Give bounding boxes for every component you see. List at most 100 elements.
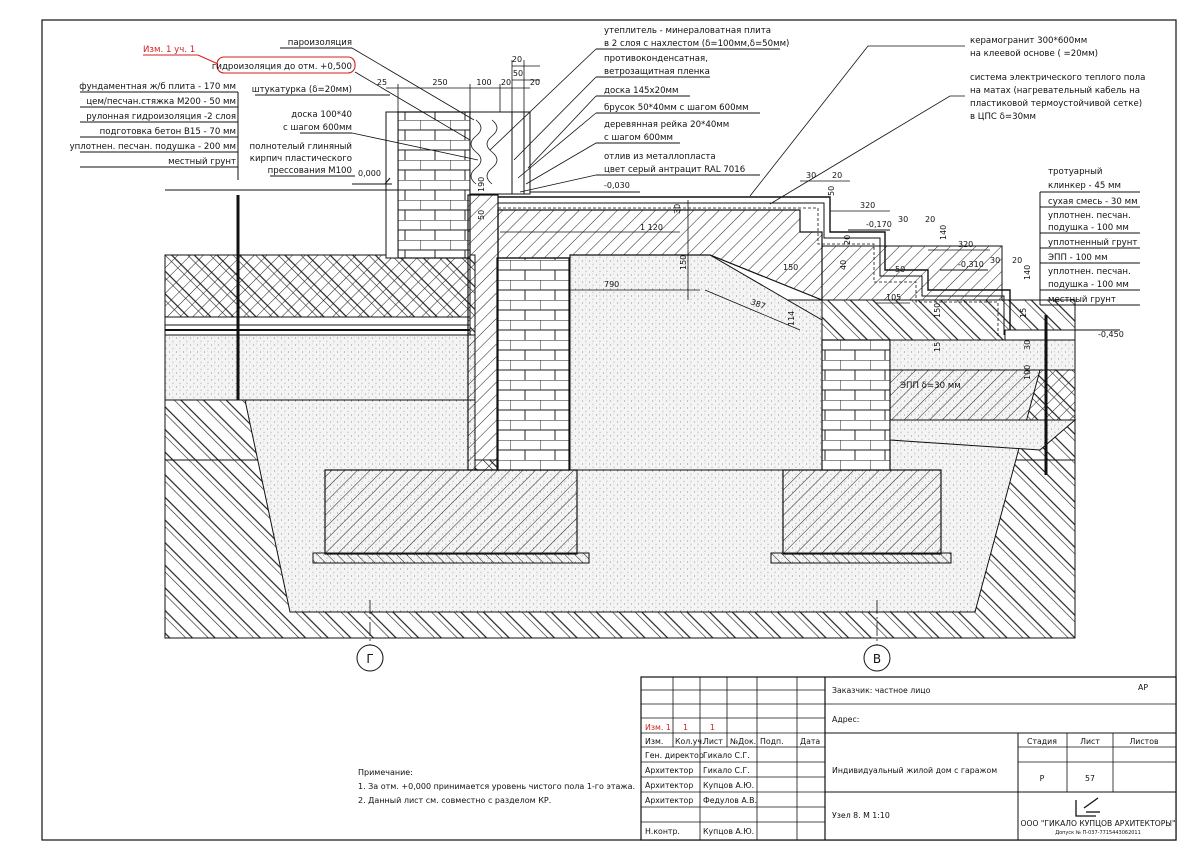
revision-mark: Изм. 1 уч. 1: [143, 45, 195, 55]
footing-right-prep: [770, 552, 952, 564]
staff-name-3: Купцов А.Ю.: [703, 781, 754, 790]
callout-board-1: доска 100*40: [291, 110, 352, 120]
dim-20e: 20: [925, 215, 935, 224]
tb-license: Допуск № П-037-7715443062011: [1055, 830, 1141, 836]
callout-drip-2: цвет серый антрацит RAL 7016: [604, 165, 745, 175]
callout-heat-2: на матах (нагревательный кабель на: [970, 86, 1140, 96]
stamp-h-doc: №Док.: [730, 737, 756, 746]
callout-plaster: штукатурка (δ=20мм): [252, 85, 352, 95]
dim-320a: 320: [860, 201, 875, 210]
dim-20g: 20: [1012, 256, 1022, 265]
top-callouts: утеплитель - минераловатная плита в 2 сл…: [489, 26, 789, 193]
dim-30e: 30: [1023, 340, 1032, 350]
left-callouts: пароизоляция гидроизоляция до отм. +0,50…: [212, 38, 479, 177]
brick-wall-right: [821, 339, 891, 471]
sheet-frame: [41, 19, 1177, 841]
dim-30c: 30: [898, 215, 908, 224]
staff-name-1: Гикало С.Г.: [703, 751, 750, 760]
level-m170: -0,170: [848, 220, 892, 231]
stamp-h-date: Дата: [800, 737, 820, 746]
stamp-rev-1: Изм. 1: [645, 723, 671, 732]
callout-brick-3: прессования М100: [268, 166, 352, 176]
footing-left-prep: [312, 552, 590, 564]
level-zero: 0,000: [352, 169, 392, 185]
staff-name-2: Гикало С.Г.: [703, 766, 750, 775]
dim-25: 25: [377, 78, 387, 87]
callout-heat-4: в ЦПС δ=30мм: [970, 112, 1036, 122]
level-m030: -0,030: [530, 181, 640, 193]
revision-cloud: [216, 56, 356, 74]
dim-114: 114: [787, 311, 796, 326]
dim-790: 790: [604, 280, 619, 289]
tb-project: Индивидуальный жилой дом с гаражом: [832, 766, 997, 775]
callout-tile-2: на клеевой основе ( =20мм): [970, 49, 1098, 59]
tb-company: ООО "ГИКАЛО КУПЦОВ АРХИТЕКТОРЫ": [1021, 819, 1176, 828]
level-zero-text: 0,000: [358, 169, 381, 178]
dim-50d: 50: [895, 265, 905, 274]
dim-50c: 50: [827, 186, 836, 196]
dim-150a: 150: [679, 255, 688, 270]
dim-40: 40: [839, 260, 848, 270]
dim-30b: 30: [806, 171, 816, 180]
concrete-column: [467, 194, 499, 471]
dim-150b: 150: [783, 263, 798, 272]
dim-140a: 140: [939, 225, 948, 240]
left-layer-5: уплотнен. песчан. подушка - 200 мм: [70, 142, 236, 152]
right-layer-schedule: тротуарный клинкер - 45 мм сухая смесь -…: [1039, 167, 1140, 306]
tb-sheet-h: Лист: [1080, 737, 1100, 746]
axis-v: В: [863, 600, 891, 672]
right-layer-3: сухая смесь - 30 мм: [1048, 197, 1138, 207]
dim-20f: 20: [843, 235, 852, 245]
callout-vapor: пароизоляция: [288, 38, 352, 48]
left-layer-4: подготовка бетон B15 - 70 мм: [100, 127, 236, 137]
stamp-h-izm: Изм.: [645, 737, 663, 746]
insulation-stack: [469, 111, 531, 195]
callout-bar: брусок 50*40мм с шагом 600мм: [604, 103, 749, 113]
dim-140b: 140: [1023, 265, 1032, 280]
staff-role-6: Н.контр.: [645, 827, 680, 836]
level-m170-text: -0,170: [866, 220, 892, 229]
dim-15b: 15: [1019, 308, 1028, 318]
callout-heat-1: система электрического теплого пола: [970, 73, 1145, 83]
left-layer-schedule: фундаментная ж/б плита - 170 мм цем/песч…: [70, 82, 239, 180]
left-layer-1: фундаментная ж/б плита - 170 мм: [79, 82, 236, 92]
staff-name-6: Купцов А.Ю.: [703, 827, 754, 836]
floor-slab: [497, 209, 823, 301]
notes-title: Примечание:: [358, 768, 413, 777]
axis-v-label: В: [873, 652, 881, 666]
staff-role-3: Архитектор: [645, 781, 693, 790]
dim-320b: 320: [958, 240, 973, 249]
note-1: 1. За отм. +0,000 принимается уровень чи…: [358, 782, 636, 791]
right-layer-6: уплотненный грунт: [1048, 238, 1137, 248]
plaster-layer: [385, 111, 399, 259]
dim-190: 190: [477, 177, 486, 192]
epp-label: ЭПП δ=30 мм: [900, 381, 961, 391]
callout-membrane-1: противоконденсатная,: [604, 54, 708, 64]
right-layer-1: тротуарный: [1048, 167, 1103, 177]
dim-50b: 50: [477, 210, 486, 220]
interior-dims: 1 120 790 387 114 150 150 30 50 190 30 2…: [477, 171, 1032, 380]
dim-20b: 20: [501, 78, 511, 87]
right-layer-10: местный грунт: [1048, 295, 1116, 305]
left-layer-3: рулонная гидроизоляция -2 слоя: [86, 112, 236, 122]
tb-sheet: 57: [1085, 774, 1095, 783]
tb-code: АР: [1138, 683, 1148, 692]
stamp-h-kol: Кол.уч.: [675, 737, 704, 746]
level-m450-text: -0,450: [1098, 330, 1124, 339]
tb-drawing: Узел 8. М 1:10: [832, 811, 890, 820]
callout-brick-1: полнотелый глиняный: [249, 142, 352, 152]
callout-waterproof: гидроизоляция до отм. +0,500: [212, 62, 352, 72]
callout-rail-2: с шагом 600мм: [604, 133, 673, 143]
staff-role-2: Архитектор: [645, 766, 693, 775]
paving-right: [889, 329, 1077, 451]
stamp-rev-3: 1: [710, 723, 715, 732]
dim-20d: 20: [832, 171, 842, 180]
footing-left: [324, 469, 578, 555]
footing-right: [782, 469, 942, 555]
steps-block: [821, 245, 1003, 301]
dim-105: 105: [886, 293, 901, 302]
right-layer-5: подушка - 100 мм: [1048, 223, 1129, 233]
right-layer-4: уплотнен. песчан.: [1048, 211, 1131, 221]
dim-15a: 15: [933, 342, 942, 352]
